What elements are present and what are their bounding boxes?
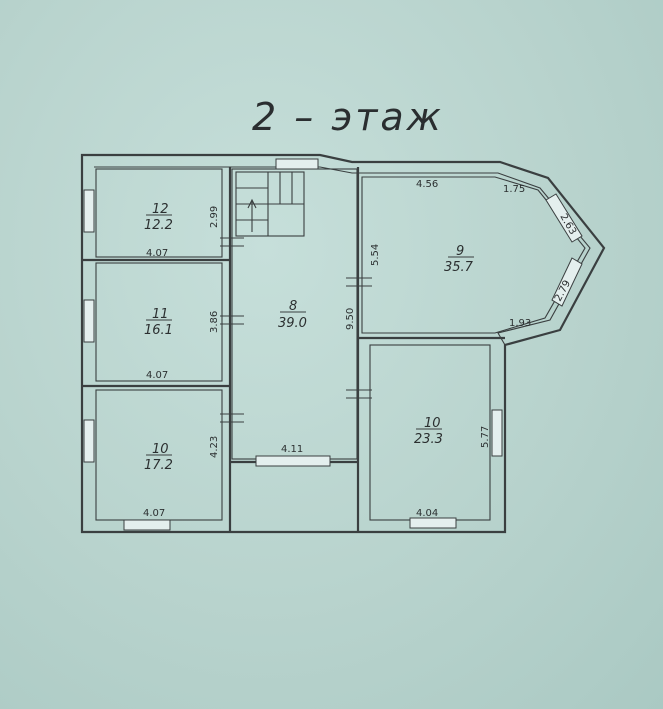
window-top [275, 158, 319, 170]
window-left-11 [83, 299, 95, 343]
room-10a-area: 17.2 [144, 458, 173, 473]
dim-hall-width: 4.11 [281, 444, 303, 455]
dim-r9-bay-top: 1.75 [503, 184, 525, 195]
window-left-10 [83, 419, 95, 463]
window-right-10b [491, 409, 503, 457]
dim-r10b-height: 5.77 [480, 426, 491, 448]
dim-r9-bay-mid-bottom: 2.79 [553, 279, 573, 304]
window-left-12 [83, 189, 95, 233]
dim-r10a-height: 4.23 [209, 436, 220, 458]
room-11-area: 16.1 [144, 323, 173, 338]
door-markers [220, 237, 372, 423]
dim-r12-height: 2.99 [209, 206, 220, 228]
room-10b-number: 10 [424, 416, 441, 431]
outer-wall [80, 153, 606, 534]
dim-r12-width: 4.07 [146, 248, 168, 259]
dim-r9-top: 4.56 [416, 179, 438, 190]
room-9-area: 35.7 [444, 260, 474, 275]
dim-r11-height: 3.86 [209, 311, 220, 333]
room-8-number: 8 [289, 299, 297, 314]
dim-r9-bay-mid-top: 2.63 [557, 212, 578, 237]
room-9-number: 9 [456, 244, 464, 259]
room-12-outline [95, 168, 223, 258]
dim-r10a-width: 4.07 [143, 508, 165, 519]
room-10a-number: 10 [152, 442, 169, 457]
room-10b-area: 23.3 [414, 432, 443, 447]
dim-r9-left: 5.54 [370, 244, 381, 266]
dim-r11-width: 4.07 [146, 370, 168, 381]
room-8-outline [231, 168, 358, 460]
room-12-number: 12 [152, 202, 169, 217]
staircase [235, 171, 305, 237]
window-bottom-10a [123, 519, 171, 531]
window-bay-upper [545, 193, 583, 243]
room-11-outline [95, 262, 223, 382]
window-bottom-10b [409, 517, 457, 529]
dim-hall-height: 9.50 [345, 308, 356, 330]
window-hall [255, 455, 331, 467]
room-12-area: 12.2 [144, 218, 173, 233]
window-bay-lower [551, 257, 583, 307]
plan-title: 2 – этаж [252, 95, 444, 139]
room-11-number: 11 [152, 307, 169, 322]
room-8-area: 39.0 [278, 316, 307, 331]
dim-r9-bottom: 1.93 [509, 318, 531, 329]
dim-r10b-width: 4.04 [416, 508, 438, 519]
